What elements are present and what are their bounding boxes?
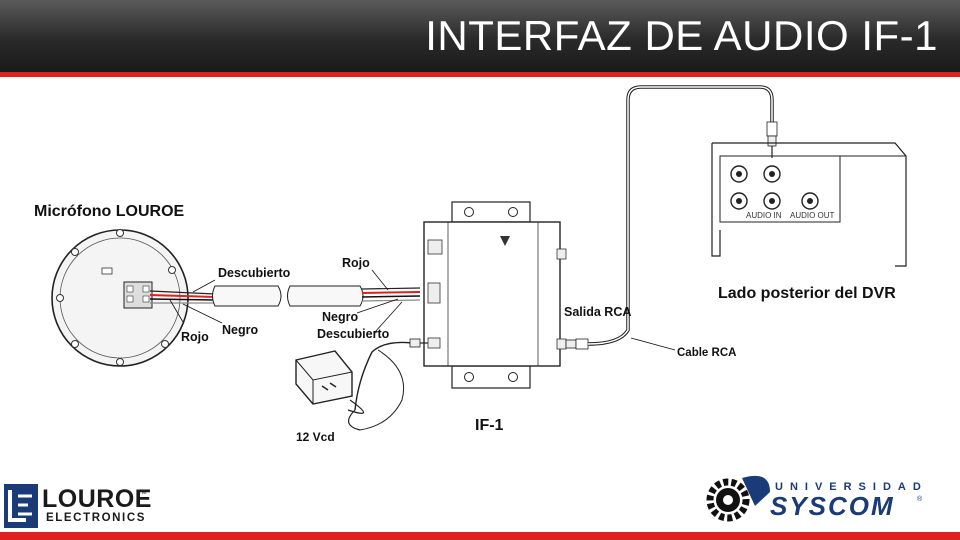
syscom-gear-icon <box>706 475 770 522</box>
if1-device <box>423 201 567 389</box>
label-cable-rca: Cable RCA <box>677 347 736 359</box>
label-rojo-1: Rojo <box>181 330 209 344</box>
label-audio-in: AUDIO IN <box>746 211 782 220</box>
label-dvr-back: Lado posterior del DVR <box>718 285 896 302</box>
louroe-brand-name: LOUROE <box>42 485 152 513</box>
label-if1: IF-1 <box>475 417 504 434</box>
label-microphone: Micrófono LOUROE <box>34 203 185 220</box>
label-descubierto-1: Descubierto <box>218 266 291 280</box>
label-power: 12 Vcd <box>296 430 335 444</box>
label-negro-2: Negro <box>322 310 358 324</box>
page-title: INTERFAZ DE AUDIO IF-1 <box>425 12 938 59</box>
microphone-device <box>51 229 189 367</box>
leader-lines <box>169 269 403 333</box>
louroe-brand-sub: ELECTRONICS <box>46 512 147 524</box>
mic-cable <box>149 285 421 307</box>
label-salida-rca: Salida RCA <box>564 305 631 319</box>
header-bar <box>0 0 960 72</box>
syscom-universidad-text: UNIVERSIDAD <box>775 481 928 493</box>
label-negro-1: Negro <box>222 323 258 337</box>
syscom-registered-mark: ® <box>917 496 923 503</box>
footer-red-stripe <box>0 532 960 540</box>
louroe-trademark: TM <box>138 490 147 496</box>
power-adapter <box>295 338 428 431</box>
rca-cable <box>565 85 778 351</box>
label-audio-out: AUDIO OUT <box>790 211 835 220</box>
syscom-brand-name: SYSCOM <box>770 491 895 521</box>
label-rojo-2: Rojo <box>342 256 370 270</box>
header-red-stripe <box>0 72 960 77</box>
dvr-panel <box>711 142 907 267</box>
louroe-logo-mark <box>4 484 38 528</box>
label-descubierto-2: Descubierto <box>317 327 390 341</box>
